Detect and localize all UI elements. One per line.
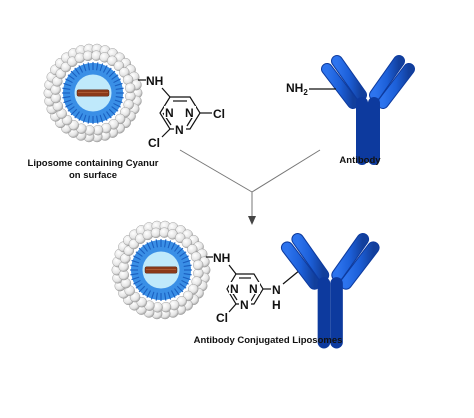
heavy-chain-left-outer [281, 242, 320, 289]
antibody-label: Antibody [339, 155, 381, 166]
cl-label-top-2: Cl [148, 136, 160, 150]
cl-label-top-1: Cl [213, 107, 225, 121]
n-label-bottom-3: N [230, 282, 239, 296]
heavy-chain-left-outer [322, 64, 358, 108]
product-label: Antibody Conjugated Liposomes [194, 335, 343, 346]
cl-label-bottom: Cl [216, 311, 228, 325]
antibody-top [321, 55, 415, 165]
lipid-tails [130, 239, 192, 301]
phospholipid-beads [111, 220, 211, 320]
light-chain-left [332, 56, 366, 100]
liposome-label-line2: on surface [69, 170, 117, 181]
liposome-label-line1: Liposome containing Cyanur [28, 158, 159, 169]
n-label-top-1: N [185, 106, 194, 120]
light-chain-right [332, 234, 369, 281]
antibody-bottom [280, 233, 380, 349]
reaction-arrow [179, 149, 321, 225]
h-label-bottom: H [272, 298, 281, 312]
heavy-chain-right-outer [378, 64, 414, 108]
liposome-top [43, 43, 143, 143]
n-label-bottom-2: N [240, 298, 249, 312]
n-label-bottom-4: N [272, 283, 281, 297]
light-chain-left [292, 234, 329, 281]
n-label-bottom-1: N [249, 282, 258, 296]
amine-group: NH2 [286, 81, 336, 97]
drug-molecule [144, 266, 178, 274]
cyanuric-group-top: NH N N N Cl Cl [138, 74, 225, 150]
cyanuric-linker-bottom: NH N N N N H Cl [206, 251, 301, 325]
n-label-top-2: N [175, 123, 184, 137]
n-label-top-3: N [165, 106, 174, 120]
nh-label-top: NH [146, 74, 163, 88]
liposome-bottom [111, 220, 211, 320]
lipid-tails [62, 62, 124, 124]
heavy-chain-right-outer [340, 242, 379, 289]
nh-label-bottom: NH [213, 251, 230, 265]
drug-molecule [76, 89, 110, 97]
light-chain-right [370, 56, 404, 100]
nh2-label: NH2 [286, 81, 308, 97]
